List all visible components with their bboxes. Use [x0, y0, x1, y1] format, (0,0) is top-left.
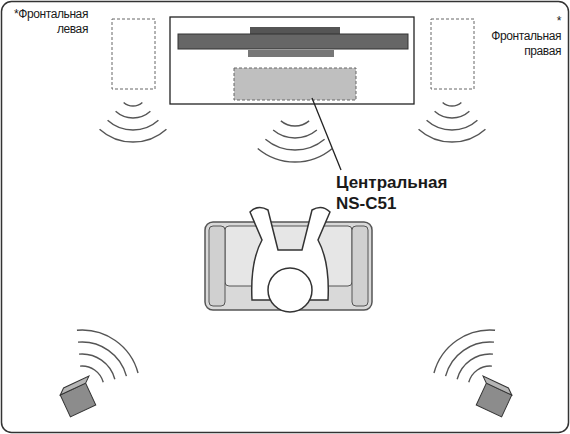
sound-wave-arc [124, 102, 143, 106]
rear-right-speaker [471, 376, 514, 417]
listener [250, 207, 330, 312]
sound-wave-arc [116, 111, 151, 118]
sound-wave-arc [457, 354, 493, 379]
tv-stand [170, 17, 414, 104]
sound-wave-arc [77, 330, 138, 373]
leader-line [312, 98, 341, 170]
center-speaker [234, 68, 356, 100]
sofa-armrest [352, 226, 368, 306]
sound-wave-arc [434, 330, 495, 373]
sound-wave-arc [265, 139, 324, 150]
sound-wave-arc [258, 148, 333, 162]
sound-wave-arc [281, 121, 309, 126]
rear-left-speaker [58, 376, 101, 417]
sound-wave-arc [446, 342, 494, 376]
sound-wave-arc [79, 354, 115, 379]
sound-wave-arc [427, 120, 478, 130]
front-left-label: *Фронтальная левая [14, 7, 88, 37]
head [268, 268, 312, 312]
front-left-speaker [112, 19, 155, 89]
center-speaker-label: Центральная NS-C51 [336, 172, 447, 214]
sound-wave-arc [419, 129, 486, 142]
tv-base [248, 50, 334, 57]
sound-wave-arc [443, 102, 462, 106]
sound-wave-arc [273, 130, 317, 138]
tv-screen [178, 34, 408, 49]
sound-wave-arc [78, 342, 126, 376]
sound-wave-arc [80, 366, 103, 382]
front-right-speaker [431, 19, 474, 89]
sound-wave-arc [469, 366, 492, 382]
sound-wave-arc [435, 111, 470, 118]
sound-waves [77, 102, 495, 382]
front-right-label: * Фронтальная правая [491, 14, 561, 59]
sound-wave-arc [108, 120, 159, 130]
sofa-armrest [209, 226, 225, 306]
sound-wave-arc [100, 129, 167, 142]
